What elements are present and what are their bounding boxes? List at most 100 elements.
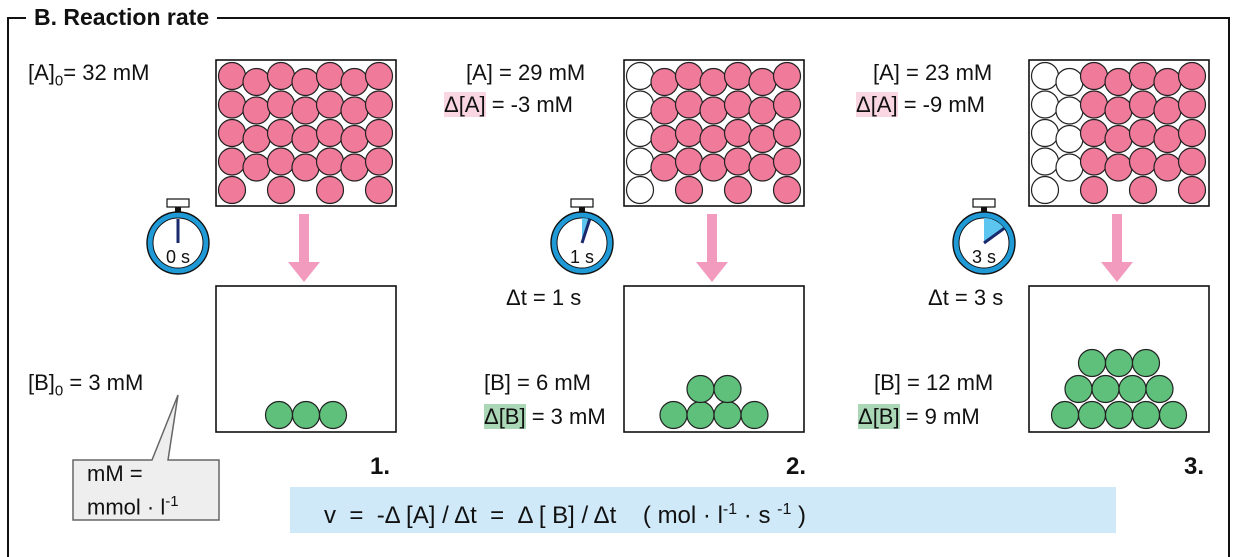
stopwatch-time-label: 0 s (166, 247, 190, 267)
empty-slot (627, 120, 654, 147)
molecule-a (243, 69, 270, 96)
molecule-a (1179, 177, 1206, 204)
stopwatch-crown (973, 199, 995, 207)
step-2-label: 2. (786, 453, 806, 481)
empty-slot (1032, 177, 1059, 204)
step-3-label: 3. (1184, 453, 1204, 481)
molecule-a (341, 69, 368, 96)
molecule-a (1105, 97, 1132, 124)
molecule-a (268, 91, 295, 118)
molecule-a (774, 63, 801, 90)
molecule-a (219, 120, 246, 147)
molecule-a (651, 69, 678, 96)
molecule-a (725, 177, 752, 204)
molecule-a (651, 97, 678, 124)
molecule-a (317, 63, 344, 90)
molecule-a (1081, 63, 1108, 90)
molecule-a (749, 97, 776, 124)
delta-t-step2: Δt = 1 s (506, 285, 581, 311)
reaction-arrow-head (1101, 262, 1133, 282)
molecule-a (1105, 126, 1132, 153)
molecule-a (774, 177, 801, 204)
molecule-a (1105, 154, 1132, 181)
molecule-a (1081, 148, 1108, 175)
molecule-b (1052, 402, 1079, 429)
molecule-a (366, 120, 393, 147)
molecule-b (1106, 402, 1133, 429)
molecule-a (219, 148, 246, 175)
molecule-a (317, 148, 344, 175)
molecule-a (725, 120, 752, 147)
stopwatch-stem (579, 207, 585, 212)
molecule-a (651, 154, 678, 181)
rate-equation: v = -Δ [A] / Δt = Δ [ B] / Δt ( mol · l-… (290, 487, 1116, 533)
unit-note: mM = mmol · l-1 (73, 456, 219, 520)
conc-a-step2: [A] = 29 mM (466, 60, 585, 86)
empty-slot (627, 63, 654, 90)
reaction-arrow-head (696, 262, 728, 282)
molecule-a (268, 63, 295, 90)
molecule-a (725, 91, 752, 118)
reaction-arrow-shaft (1112, 214, 1122, 264)
reaction-arrow-shaft (299, 214, 309, 264)
molecule-a (700, 69, 727, 96)
delta-t-step3: Δt = 3 s (928, 285, 1003, 311)
stopwatch-crown (571, 199, 593, 207)
molecule-a (1130, 63, 1157, 90)
conc-a-step3: [A] = 23 mM (873, 60, 992, 86)
molecule-b (741, 402, 768, 429)
molecule-a (1154, 126, 1181, 153)
empty-slot (627, 148, 654, 175)
empty-slot (1032, 63, 1059, 90)
molecule-b (1079, 350, 1106, 377)
unit-note-line2: mmol · l-1 (87, 488, 179, 521)
molecule-a (366, 63, 393, 90)
empty-slot (1032, 148, 1059, 175)
molecule-a (1130, 148, 1157, 175)
molecule-a (1179, 91, 1206, 118)
molecule-a (700, 97, 727, 124)
molecule-a (341, 126, 368, 153)
molecule-a (292, 154, 319, 181)
molecule-b (660, 402, 687, 429)
molecule-a (676, 148, 703, 175)
empty-slot (1056, 126, 1083, 153)
molecule-a (700, 154, 727, 181)
molecule-a (268, 148, 295, 175)
molecule-a (1154, 97, 1181, 124)
stopwatch-time-label: 1 s (570, 247, 594, 267)
empty-slot (627, 177, 654, 204)
molecule-b (714, 402, 741, 429)
molecule-a (341, 154, 368, 181)
unit-note-text: mM = mmol · l-1 (87, 460, 179, 521)
container-b-2 (624, 286, 804, 432)
molecule-a (243, 97, 270, 124)
molecule-a (725, 148, 752, 175)
unit-note-line1: mM = (87, 460, 179, 488)
molecule-a (317, 120, 344, 147)
molecule-a (749, 69, 776, 96)
molecule-a (676, 120, 703, 147)
molecule-a (1179, 148, 1206, 175)
molecule-a (341, 97, 368, 124)
stopwatch-stem (981, 207, 987, 212)
molecule-a (1154, 154, 1181, 181)
step-1-label: 1. (370, 453, 390, 481)
conc-b-step3: [B] = 12 mM (874, 370, 993, 396)
molecule-a (676, 63, 703, 90)
molecule-a (749, 154, 776, 181)
molecule-b (1146, 376, 1173, 403)
molecule-a (292, 69, 319, 96)
molecule-b (293, 402, 320, 429)
molecule-b (687, 376, 714, 403)
molecule-a (366, 177, 393, 204)
molecule-a (774, 148, 801, 175)
molecule-b (1079, 402, 1106, 429)
molecule-a (219, 177, 246, 204)
molecule-a (366, 148, 393, 175)
molecule-a (219, 63, 246, 90)
conc-a-initial: [A]0= 32 mM (28, 60, 149, 94)
molecule-b (1092, 376, 1119, 403)
stopwatch-stem (175, 207, 181, 212)
molecule-a (317, 177, 344, 204)
